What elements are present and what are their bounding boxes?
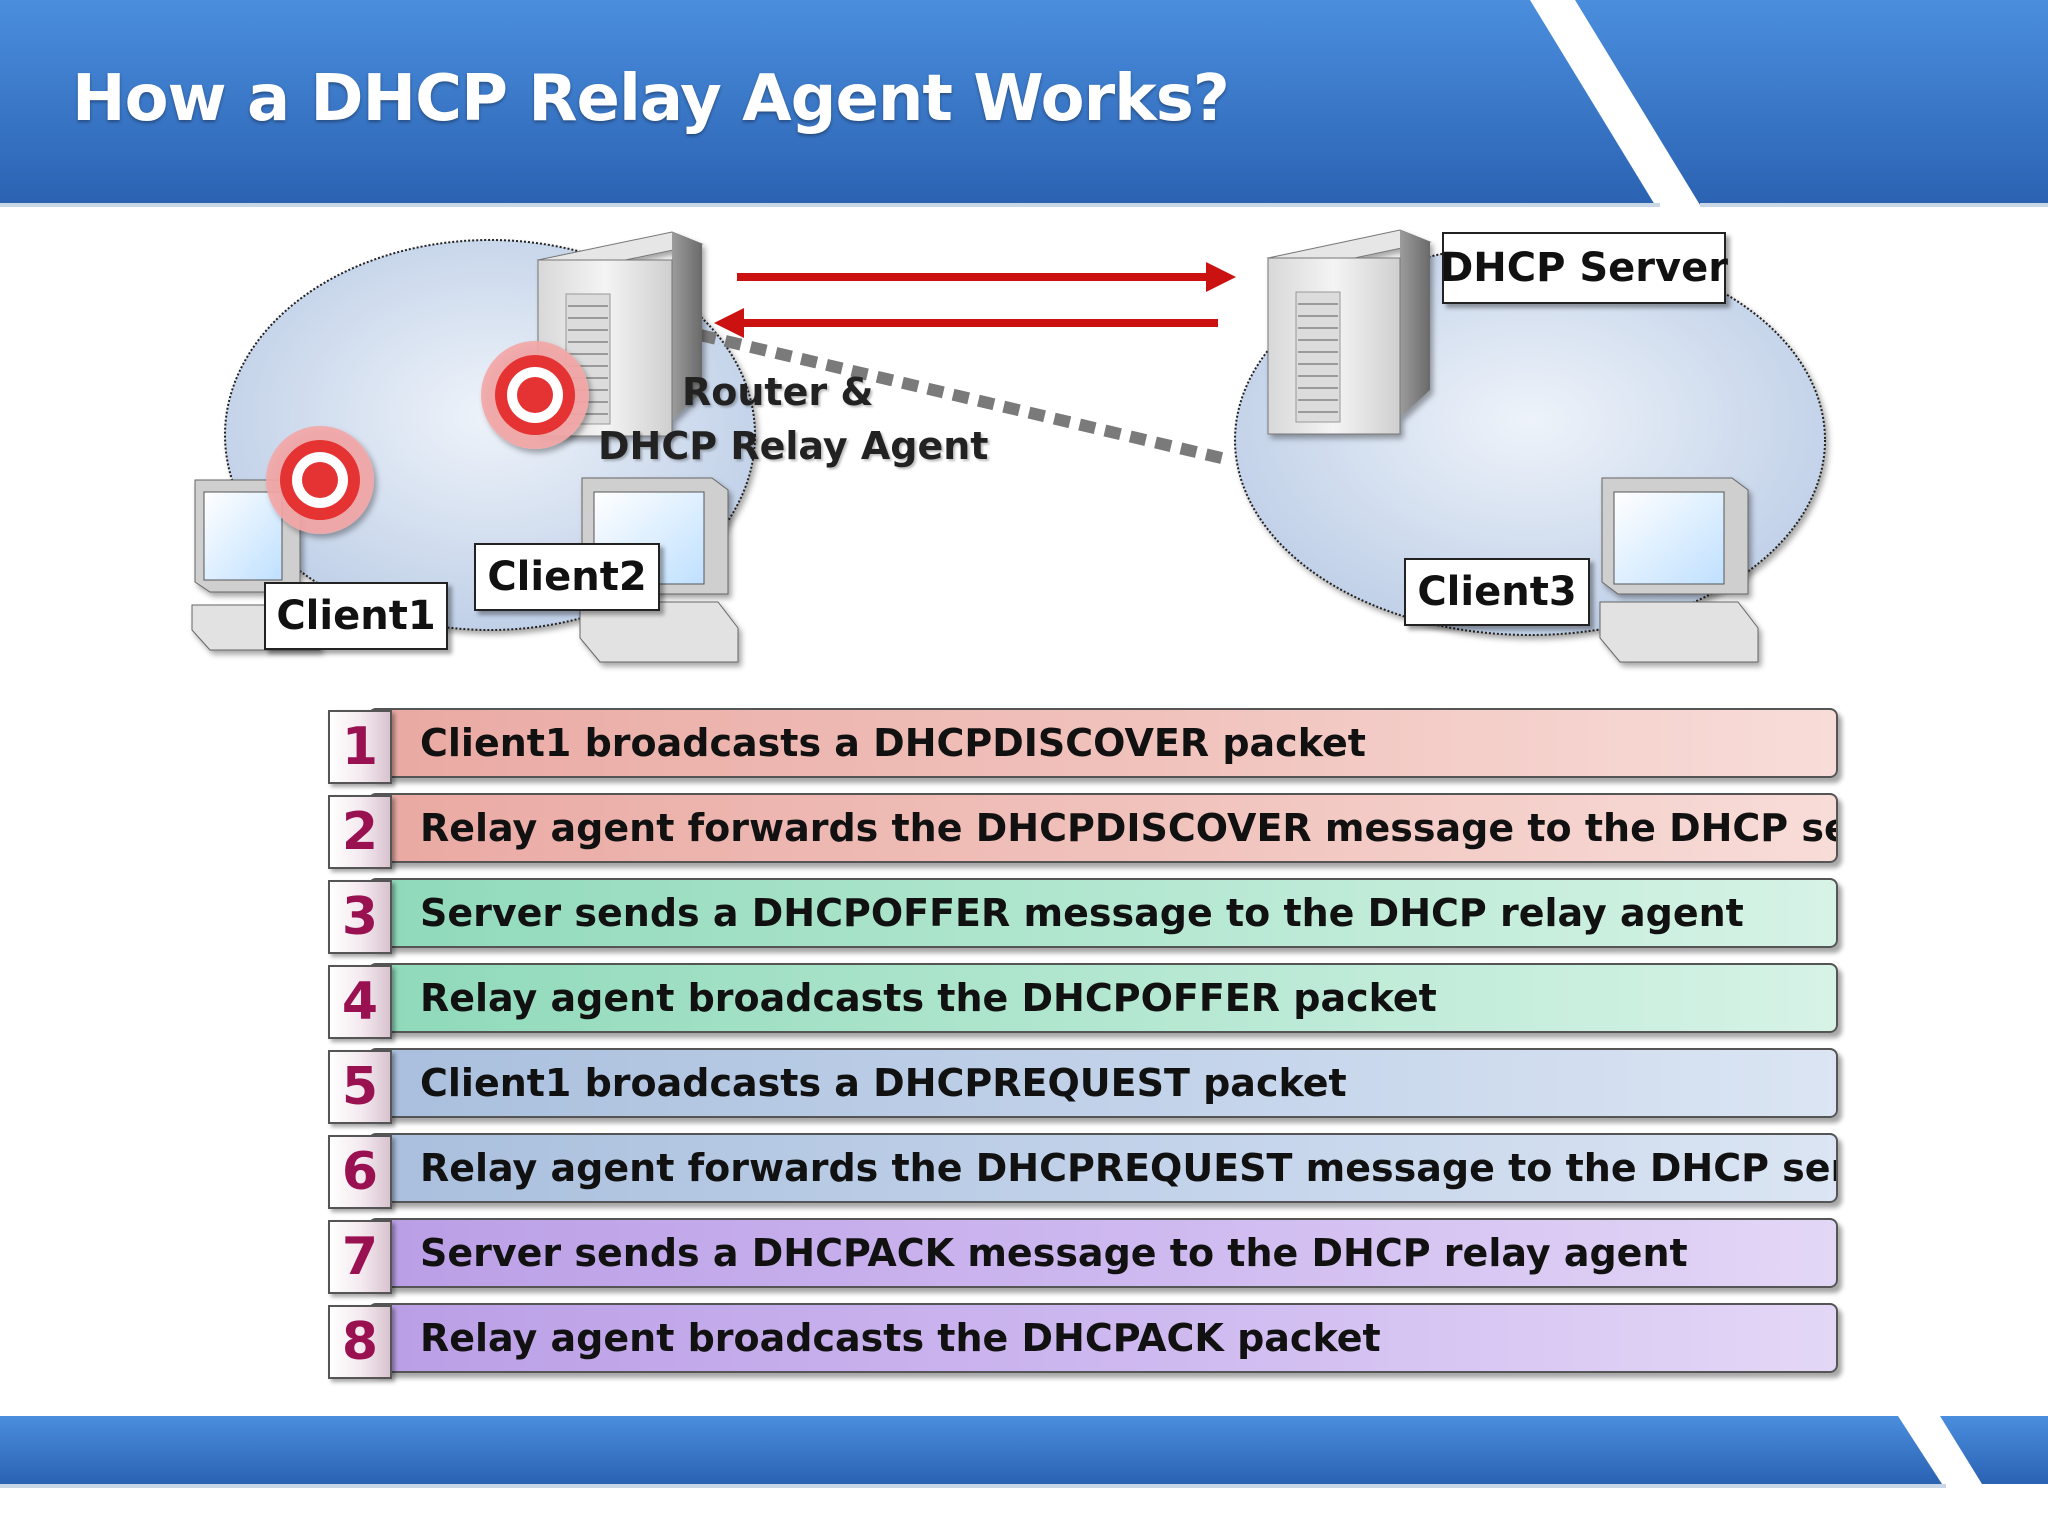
step-number: 7 (328, 1220, 392, 1294)
diagram-canvas (191, 229, 1826, 663)
client1-label: Client1 (264, 582, 448, 650)
step-text: Relay agent broadcasts the DHCPOFFER pac… (368, 963, 1838, 1033)
client2-label: Client2 (474, 543, 660, 611)
forward-arrow (737, 262, 1236, 292)
step-number: 3 (328, 880, 392, 954)
broadcast-target-icon (481, 341, 589, 449)
step-row: 3 Server sends a DHCPOFFER message to th… (328, 878, 1840, 954)
step-row: 8 Relay agent broadcasts the DHCPACK pac… (328, 1303, 1840, 1379)
router-label-line2: DHCP Relay Agent (598, 424, 989, 468)
broadcast-target-icon (266, 426, 374, 534)
step-text: Client1 broadcasts a DHCPDISCOVER packet (368, 708, 1838, 778)
step-row: 6 Relay agent forwards the DHCPREQUEST m… (328, 1133, 1840, 1209)
return-arrow (714, 308, 1218, 338)
dhcp-server-label: DHCP Server (1440, 232, 1728, 304)
network-link-line (698, 329, 1232, 466)
header-band (0, 0, 2048, 207)
step-row: 5 Client1 broadcasts a DHCPREQUEST packe… (328, 1048, 1840, 1124)
step-number: 5 (328, 1050, 392, 1124)
client3-label: Client3 (1404, 558, 1590, 626)
step-text: Server sends a DHCPOFFER message to the … (368, 878, 1838, 948)
step-text: Server sends a DHCPACK message to the DH… (368, 1218, 1838, 1288)
client2-computer-icon (579, 477, 739, 663)
step-row: 4 Relay agent broadcasts the DHCPOFFER p… (328, 963, 1840, 1039)
dhcp-server-icon (1266, 229, 1432, 435)
page-title: How a DHCP Relay Agent Works? (72, 62, 1230, 136)
step-text: Client1 broadcasts a DHCPREQUEST packet (368, 1048, 1838, 1118)
step-number: 8 (328, 1305, 392, 1379)
step-number: 6 (328, 1135, 392, 1209)
client3-computer-icon (1599, 477, 1759, 663)
step-number: 4 (328, 965, 392, 1039)
step-row: 1 Client1 broadcasts a DHCPDISCOVER pack… (328, 708, 1840, 784)
step-text: Relay agent forwards the DHCPREQUEST mes… (368, 1133, 1838, 1203)
step-text: Relay agent forwards the DHCPDISCOVER me… (368, 793, 1838, 863)
network-diagram: DHCP Server Client1 Client2 Client3 Rout… (0, 210, 2048, 680)
client1-computer-icon (191, 479, 321, 651)
step-number: 2 (328, 795, 392, 869)
step-text: Relay agent broadcasts the DHCPACK packe… (368, 1303, 1838, 1373)
footer-band (0, 1416, 2048, 1488)
step-row: 2 Relay agent forwards the DHCPDISCOVER … (328, 793, 1840, 869)
step-row: 7 Server sends a DHCPACK message to the … (328, 1218, 1840, 1294)
steps-list: 1 Client1 broadcasts a DHCPDISCOVER pack… (328, 708, 1840, 1388)
step-number: 1 (328, 710, 392, 784)
router-label-line1: Router & (682, 370, 874, 414)
